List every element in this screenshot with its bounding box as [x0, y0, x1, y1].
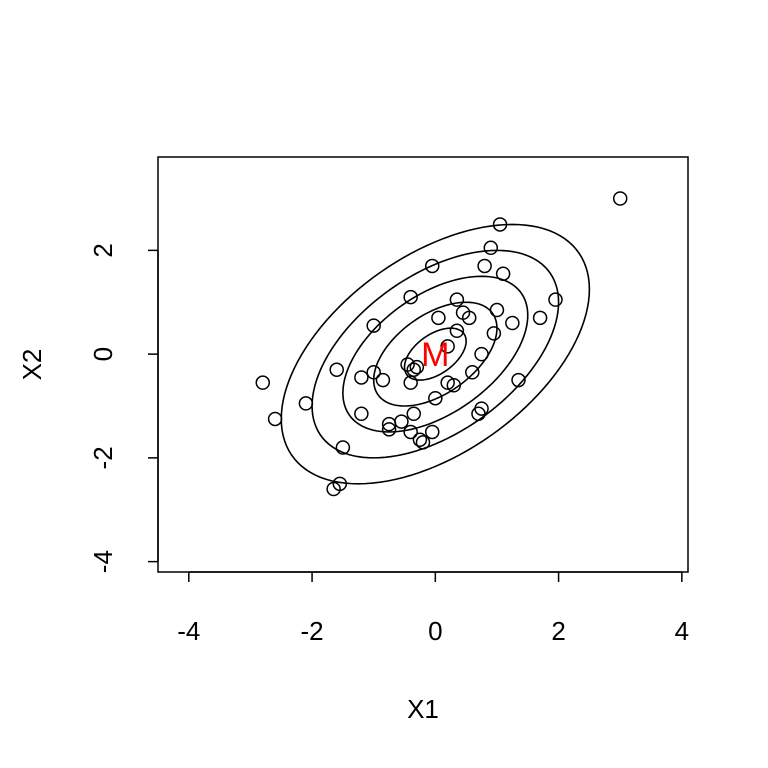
data-point [449, 323, 465, 339]
y-tick-label: 2 [88, 243, 118, 257]
data-point [403, 375, 418, 390]
data-point [440, 375, 455, 390]
center-label: M [421, 336, 449, 374]
data-point [412, 432, 428, 447]
data-point [446, 378, 462, 393]
data-point [511, 372, 526, 388]
data-point [403, 424, 418, 440]
data-point [406, 406, 422, 422]
data-point [298, 396, 314, 411]
y-tick-label: -2 [88, 446, 118, 469]
data-point [375, 372, 391, 388]
data-point [335, 440, 351, 455]
x-axis: -4 -2 0 2 4 [177, 571, 689, 646]
contour-line-4 [311, 249, 560, 459]
data-point [381, 422, 397, 437]
data-point [326, 481, 341, 497]
data-point [415, 435, 431, 450]
data-point [486, 326, 502, 341]
y-axis-title: X2 [17, 349, 47, 381]
x-tick-label: 4 [675, 616, 689, 646]
data-point [403, 289, 418, 305]
x-tick-label: 0 [428, 616, 442, 646]
data-point [440, 339, 455, 354]
data-point [354, 406, 369, 422]
y-axis: -4 -2 0 2 [88, 243, 159, 573]
contour-line-3 [342, 275, 529, 433]
data-point [424, 258, 440, 274]
data-point [255, 375, 271, 390]
x-tick-label: -2 [301, 616, 324, 646]
data-point [449, 292, 465, 307]
data-point [354, 370, 369, 385]
y-tick-label: -4 [88, 550, 118, 573]
data-point [505, 315, 520, 331]
data-point [548, 292, 563, 307]
data-point [424, 424, 440, 440]
data-point [394, 414, 409, 429]
data-point [474, 346, 489, 362]
data-point [477, 258, 492, 274]
data-point [612, 191, 628, 206]
data-point [409, 359, 425, 375]
x-tick-label: -4 [177, 616, 200, 646]
data-point [381, 416, 397, 432]
data-point [465, 365, 480, 380]
data-point [492, 217, 508, 232]
data-point [428, 390, 443, 406]
data-points [255, 191, 628, 497]
y-tick-label: 0 [88, 347, 118, 361]
data-point [489, 302, 505, 318]
data-point [495, 266, 511, 281]
data-point [461, 310, 477, 326]
data-point [366, 318, 381, 333]
data-point [483, 240, 499, 256]
x-tick-label: 2 [551, 616, 565, 646]
data-point [532, 310, 548, 326]
x-axis-title: X1 [407, 694, 439, 724]
data-point [329, 362, 344, 377]
data-point [267, 411, 283, 427]
data-point [431, 310, 446, 326]
data-point [366, 365, 381, 380]
density-contours [280, 223, 591, 485]
contour-line-5 [280, 223, 591, 485]
data-point [471, 406, 486, 422]
